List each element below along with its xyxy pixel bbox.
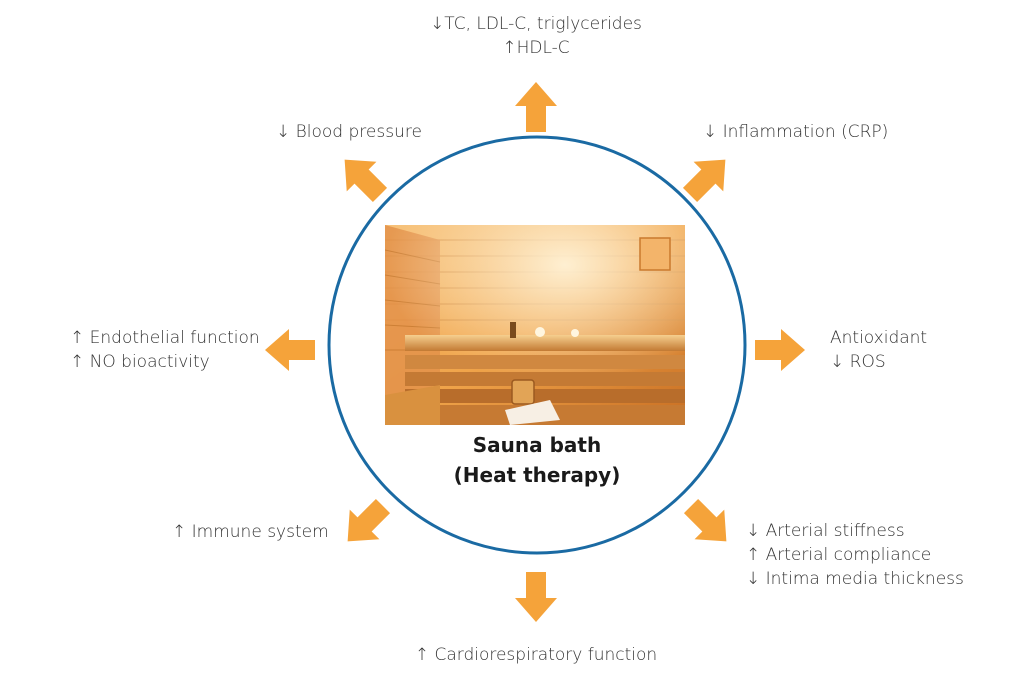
effect-arterial-line2: ↑ Arterial compliance <box>746 545 932 565</box>
effect-blood-pressure: ↓ Blood pressure <box>276 120 422 144</box>
arrow-up <box>515 82 557 132</box>
effect-cardiorespiratory: ↑ Cardiorespiratory function <box>386 643 686 667</box>
arrow-up-left <box>344 159 388 203</box>
center-circle <box>327 135 747 555</box>
effect-lipids-line2: ↑HDL-C <box>502 38 570 58</box>
effect-immune-line1: ↑ Immune system <box>172 522 329 542</box>
effect-immune: ↑ Immune system <box>172 520 329 544</box>
effect-arterial-line3: ↓ Intima media thickness <box>746 569 964 589</box>
arrow-down-left <box>347 498 391 542</box>
effect-endothelial-line2: ↑ NO bioactivity <box>70 352 210 372</box>
effect-arterial: ↓ Arterial stiffness ↑ Arterial complian… <box>746 519 964 591</box>
arrow-left <box>265 329 315 371</box>
center-title-line1: Sauna bath <box>472 433 602 457</box>
effect-endothelial-line1: ↑ Endothelial function <box>70 328 260 348</box>
effect-endothelial: ↑ Endothelial function ↑ NO bioactivity <box>70 326 260 374</box>
effect-antioxidant: Antioxidant ↓ ROS <box>830 326 927 374</box>
effect-lipids-line1: ↓TC, LDL-C, triglycerides <box>430 14 642 34</box>
sauna-photo <box>385 225 685 425</box>
effect-lipids: ↓TC, LDL-C, triglycerides ↑HDL-C <box>386 12 686 60</box>
effect-blood-pressure-line1: ↓ Blood pressure <box>276 122 422 142</box>
effect-antioxidant-line1: Antioxidant <box>830 328 928 348</box>
effect-inflammation-line1: ↓ Inflammation (CRP) <box>703 122 889 142</box>
effect-antioxidant-line2: ↓ ROS <box>830 352 886 372</box>
arrow-down-right <box>683 498 727 542</box>
effect-inflammation: ↓ Inflammation (CRP) <box>703 120 888 144</box>
arrow-right <box>755 329 805 371</box>
center-title: Sauna bath (Heat therapy) <box>412 430 662 490</box>
arrows-group <box>265 82 805 622</box>
effect-cardiorespiratory-line1: ↑ Cardiorespiratory function <box>414 645 658 665</box>
effect-arterial-line1: ↓ Arterial stiffness <box>746 521 905 541</box>
arrow-down <box>515 572 557 622</box>
center-title-line2: (Heat therapy) <box>453 463 621 487</box>
arrow-up-right <box>682 159 726 203</box>
